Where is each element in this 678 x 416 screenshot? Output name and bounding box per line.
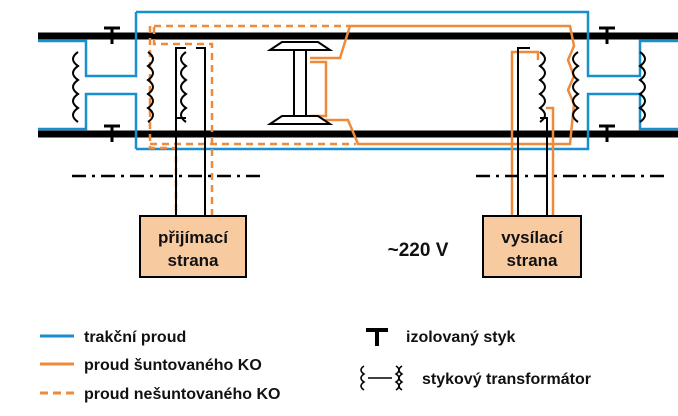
insulated-joint-markers [104, 26, 615, 142]
wheelset-axle-icon [266, 41, 334, 125]
unshunted-path-loop [148, 24, 214, 216]
shunted-path-upper [310, 24, 576, 146]
insulated-joint-icon [599, 26, 615, 44]
legend-joint-transformer-label: stykový transformátor [422, 371, 591, 388]
legend: trakční proud proud šuntovaného KO proud… [40, 328, 591, 403]
traction-path-left-upper [38, 12, 138, 78]
insulated-joint-icon [366, 328, 388, 346]
coil-left-inner-a [146, 51, 154, 123]
transmitter-leads [517, 47, 548, 216]
transmitter-label-line1: vysílací [501, 228, 564, 247]
shunted-path-lower [310, 60, 328, 118]
legend-traction-label: trakční proud [84, 329, 186, 346]
traction-path-main-lower [136, 92, 678, 151]
shunted-path-transmitter-a [510, 50, 540, 216]
traction-path-left-lower [38, 92, 138, 149]
coil-left-inner-b [180, 51, 188, 123]
coil-right-inner-a [538, 51, 546, 123]
receiver-box: přijímací strana [139, 215, 247, 278]
supply-voltage-label: ~220 V [388, 240, 449, 261]
traction-path-main [136, 10, 678, 78]
legend-shunted-label: proud šuntovaného KO [84, 357, 262, 374]
receiver-label-line2: strana [167, 251, 219, 270]
transmitter-label-line2: strana [506, 251, 558, 270]
joint-transformer-icon [360, 365, 404, 391]
coil-left-outer [72, 51, 80, 123]
unshunted-current-paths [148, 24, 356, 216]
transmitter-box: vysílací strana [482, 215, 582, 278]
rails [38, 32, 678, 138]
shunted-current-paths [310, 24, 576, 216]
shunted-path-transmitter-b [546, 106, 555, 216]
receiver-label-line1: přijímací [158, 228, 229, 247]
legend-unshunted-label: proud nešuntovaného KO [84, 386, 280, 403]
coil-right-outer [638, 51, 646, 123]
insulated-joint-icon [599, 124, 615, 142]
coil-right-inner-b [572, 51, 580, 123]
insulated-joint-icon [104, 124, 120, 142]
insulated-joint-icon [104, 26, 120, 44]
legend-insulated-joint-label: izolovaný styk [406, 329, 515, 346]
